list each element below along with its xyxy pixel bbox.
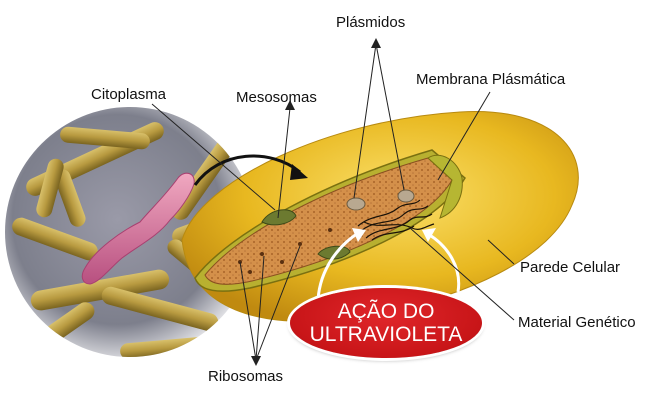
leader-arrowheads	[251, 38, 381, 366]
zoom-arrow	[193, 154, 308, 186]
plasmid-1	[346, 197, 366, 211]
plasmid-2	[397, 189, 415, 203]
uv-action-badge: AÇÃO DO ULTRAVIOLETA	[290, 288, 482, 358]
label-membrana: Membrana Plásmática	[416, 71, 566, 88]
ribosomes	[238, 228, 332, 274]
membrane-band	[427, 154, 463, 219]
label-ribosomas: Ribosomas	[208, 368, 284, 385]
uv-arrows	[316, 230, 461, 301]
label-material: Material Genético	[518, 314, 636, 331]
label-mesosomas: Mesosomas	[236, 89, 317, 106]
mesosome-2	[317, 245, 351, 260]
genetic-material	[357, 199, 435, 241]
bacterium-cross-section	[181, 111, 579, 322]
uv-arrow-head-right	[422, 228, 436, 242]
leader-lines	[151, 43, 515, 361]
label-citoplasma: Citoplasma	[91, 86, 167, 103]
uv-badge-line-1: AÇÃO DO	[337, 300, 435, 323]
highlighted-bacterium	[81, 172, 195, 285]
mesosome-1	[261, 209, 297, 226]
uv-arrow-head-left	[352, 228, 366, 242]
label-plasmidos: Plásmidos	[336, 14, 406, 31]
label-parede: Parede Celular	[520, 259, 621, 276]
uv-badge-line-2: ULTRAVIOLETA	[309, 323, 463, 346]
